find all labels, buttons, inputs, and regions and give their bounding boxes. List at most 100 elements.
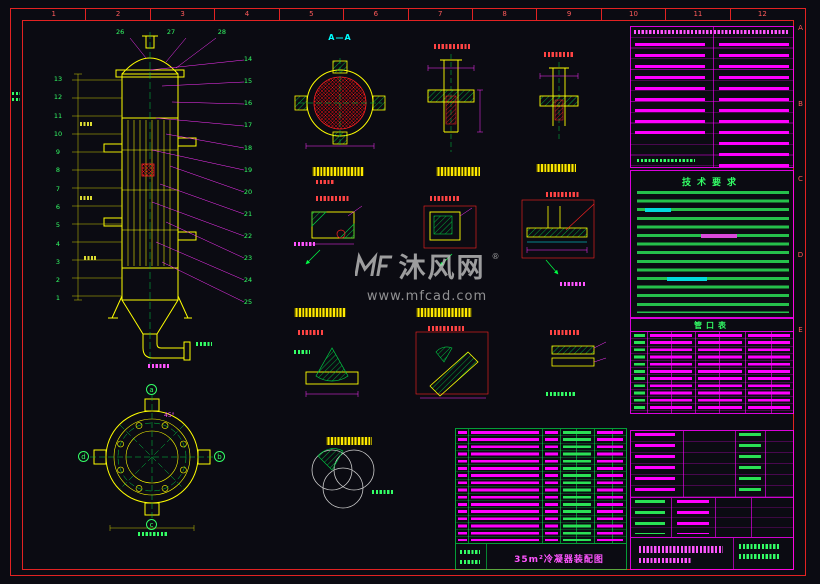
table-cell-text [650,334,692,412]
part-number: 13 [53,75,63,83]
table-divider [671,498,672,537]
nozzle-table-title: 管口表 [694,321,730,330]
watermark-site-name: 沐风网 [398,253,486,284]
ruler-column-number: 7 [407,8,472,20]
detail-title-text [546,192,580,197]
nozzle-weld-detail-2 [539,62,579,142]
part-number: 11 [53,111,63,120]
table-divider [713,27,714,167]
part-number: 22 [243,232,253,240]
ruler-column-number: 4 [214,8,278,20]
table-cell-text [698,334,742,412]
nozzle-table-grid [631,331,793,413]
table-divider [715,498,716,537]
tube-layout-detail [311,448,375,509]
part-number: 7 [55,184,61,193]
detail-title-text [430,196,460,201]
dimension-text [148,364,170,368]
ruler-row-letter: D [797,250,804,259]
part-number: 12 [53,93,63,102]
flange-pair-detail [551,341,607,367]
table-cell-text [563,431,591,541]
drawing-name-text [639,546,723,553]
table-cell-text [460,550,480,554]
table-cell-text [739,544,779,549]
annotation-text [546,392,576,396]
ruler-column-number: 12 [729,8,794,20]
technical-requirements-title: 技术要求 [681,178,742,188]
part-number: 6 [55,202,61,211]
vessel-detail-marker [141,163,155,177]
table-cell-text [597,431,623,541]
highlighted-term [645,208,671,212]
part-number: 14 [243,55,253,63]
table-divider [683,431,684,497]
part-number: 1 [55,294,61,303]
table-divider [751,498,752,537]
part-number: 25 [243,298,253,307]
dimension-text [80,122,92,126]
ruler-column-number: 10 [600,8,665,20]
dimension-text [560,282,586,286]
title-block-upper [631,431,793,497]
detail-title-text [298,330,324,335]
ruler-row-letter: A [798,24,803,32]
nozzle-table: 管口表 [630,318,794,414]
part-number: 23 [243,254,253,263]
view-label-highlight [294,308,346,317]
nozzle-weld-detail-1 [427,54,483,152]
table-divider [560,429,561,543]
part-number: 28 [217,28,226,36]
table-cell-text [637,159,695,162]
dimension-text [84,256,96,260]
annotation-text [12,92,20,95]
table-cell-text [635,433,675,493]
part-number: 24 [243,276,253,285]
ruler-row-letter: E [798,326,803,334]
title-block [630,430,794,570]
port-label-b: b [214,451,225,462]
port-label-c: c [146,519,157,530]
view-label-highlight [326,437,372,445]
annotation-text [294,350,310,354]
table-divider [486,544,487,569]
highlighted-term [667,277,707,281]
part-number: 2 [55,276,61,285]
watermark-site-url: www.mfcad.com [366,289,488,304]
view-label-highlight [536,164,576,172]
part-number: 21 [243,209,253,218]
ruler-column-number: 11 [665,8,729,20]
table-cell-text [634,334,645,412]
part-number: 4 [55,239,61,248]
bom-rows [456,429,626,543]
part-number: 5 [55,221,61,230]
table-divider [542,429,543,543]
dimension-text [294,242,316,246]
part-callout-lines [129,37,245,303]
table-cell-text [471,431,539,541]
detail-scale-text [316,180,334,184]
technical-requirements: 技术要求 [630,170,794,318]
weld-joint-detail-3 [521,199,595,275]
part-number: 8 [55,166,61,175]
table-cell-text [635,43,705,139]
ruler-column-number: 2 [85,8,149,20]
annotation-text [138,532,168,536]
ruler-column-number: 6 [343,8,407,20]
title-block-name-area [631,537,793,569]
view-label-highlight [312,167,364,176]
part-number: 9 [55,148,61,157]
table-divider [594,429,595,543]
drawing-number-text [639,558,691,563]
table-cell-text [545,431,558,541]
dimension-text [80,196,92,200]
table-cell-text [739,554,779,559]
mf-logo-icon [354,251,392,276]
registered-trademark-icon: ® [491,252,500,261]
vessel-front-view [103,35,197,361]
ruler-column-number: 8 [471,8,536,20]
